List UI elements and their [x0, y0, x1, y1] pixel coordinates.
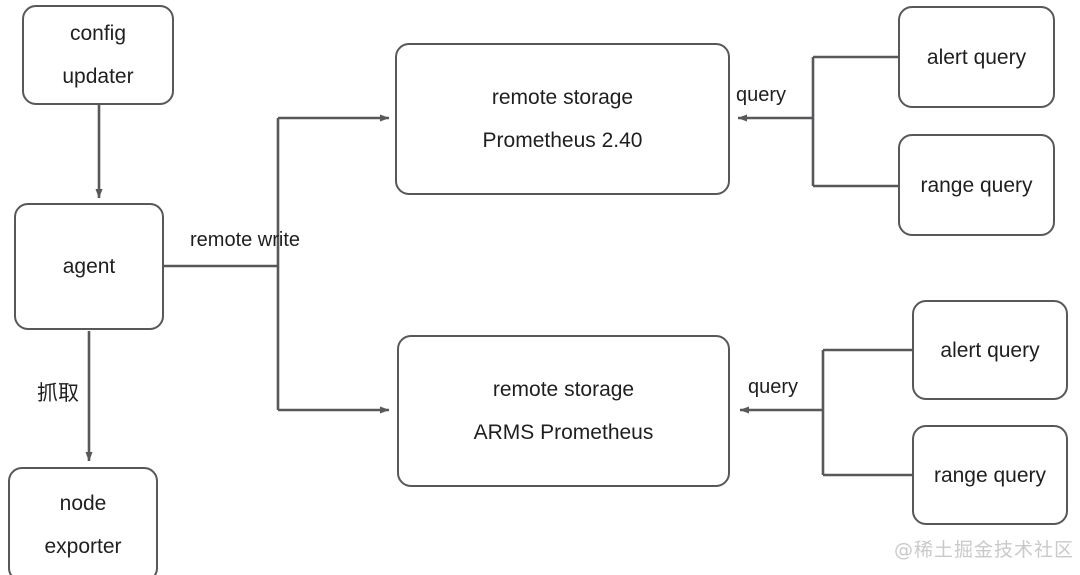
node-agent-label: agent: [62, 255, 116, 278]
node-remote-storage-arms[interactable]: remote storage ARMS Prometheus: [397, 335, 730, 487]
node-node-exporter-line2: exporter: [44, 534, 122, 558]
node-agent[interactable]: agent: [14, 203, 164, 330]
node-range-query-bottom-label: range query: [933, 463, 1047, 487]
node-remote-storage-prometheus[interactable]: remote storage Prometheus 2.40: [395, 43, 730, 195]
node-config-updater-line2: updater: [62, 65, 134, 88]
node-config-updater-line1: config: [69, 22, 127, 45]
node-remote-storage-prometheus-line1: remote storage: [491, 86, 634, 109]
node-alert-query-bottom[interactable]: alert query: [912, 300, 1068, 400]
node-alert-query-top-label: alert query: [926, 45, 1027, 69]
node-alert-query-top[interactable]: alert query: [898, 6, 1055, 108]
node-node-exporter-line1: node: [59, 491, 107, 515]
node-range-query-top-label: range query: [920, 173, 1033, 197]
node-remote-storage-prometheus-line2: Prometheus 2.40: [482, 129, 643, 152]
node-alert-query-bottom-label: alert query: [940, 338, 1040, 362]
node-config-updater[interactable]: config updater: [22, 5, 174, 105]
node-range-query-bottom[interactable]: range query: [912, 425, 1068, 525]
watermark: @稀土掘金技术社区: [894, 539, 1075, 561]
node-range-query-top[interactable]: range query: [898, 134, 1055, 236]
node-remote-storage-arms-line1: remote storage: [492, 378, 635, 401]
edge-label-query-top: query: [736, 84, 787, 106]
edge-label-remote-write: remote write: [190, 229, 301, 251]
edge-label-query-bottom: query: [748, 376, 799, 398]
node-node-exporter[interactable]: node exporter: [8, 467, 158, 575]
node-remote-storage-arms-line2: ARMS Prometheus: [473, 421, 654, 444]
edge-label-scrape: 抓取: [37, 381, 79, 405]
